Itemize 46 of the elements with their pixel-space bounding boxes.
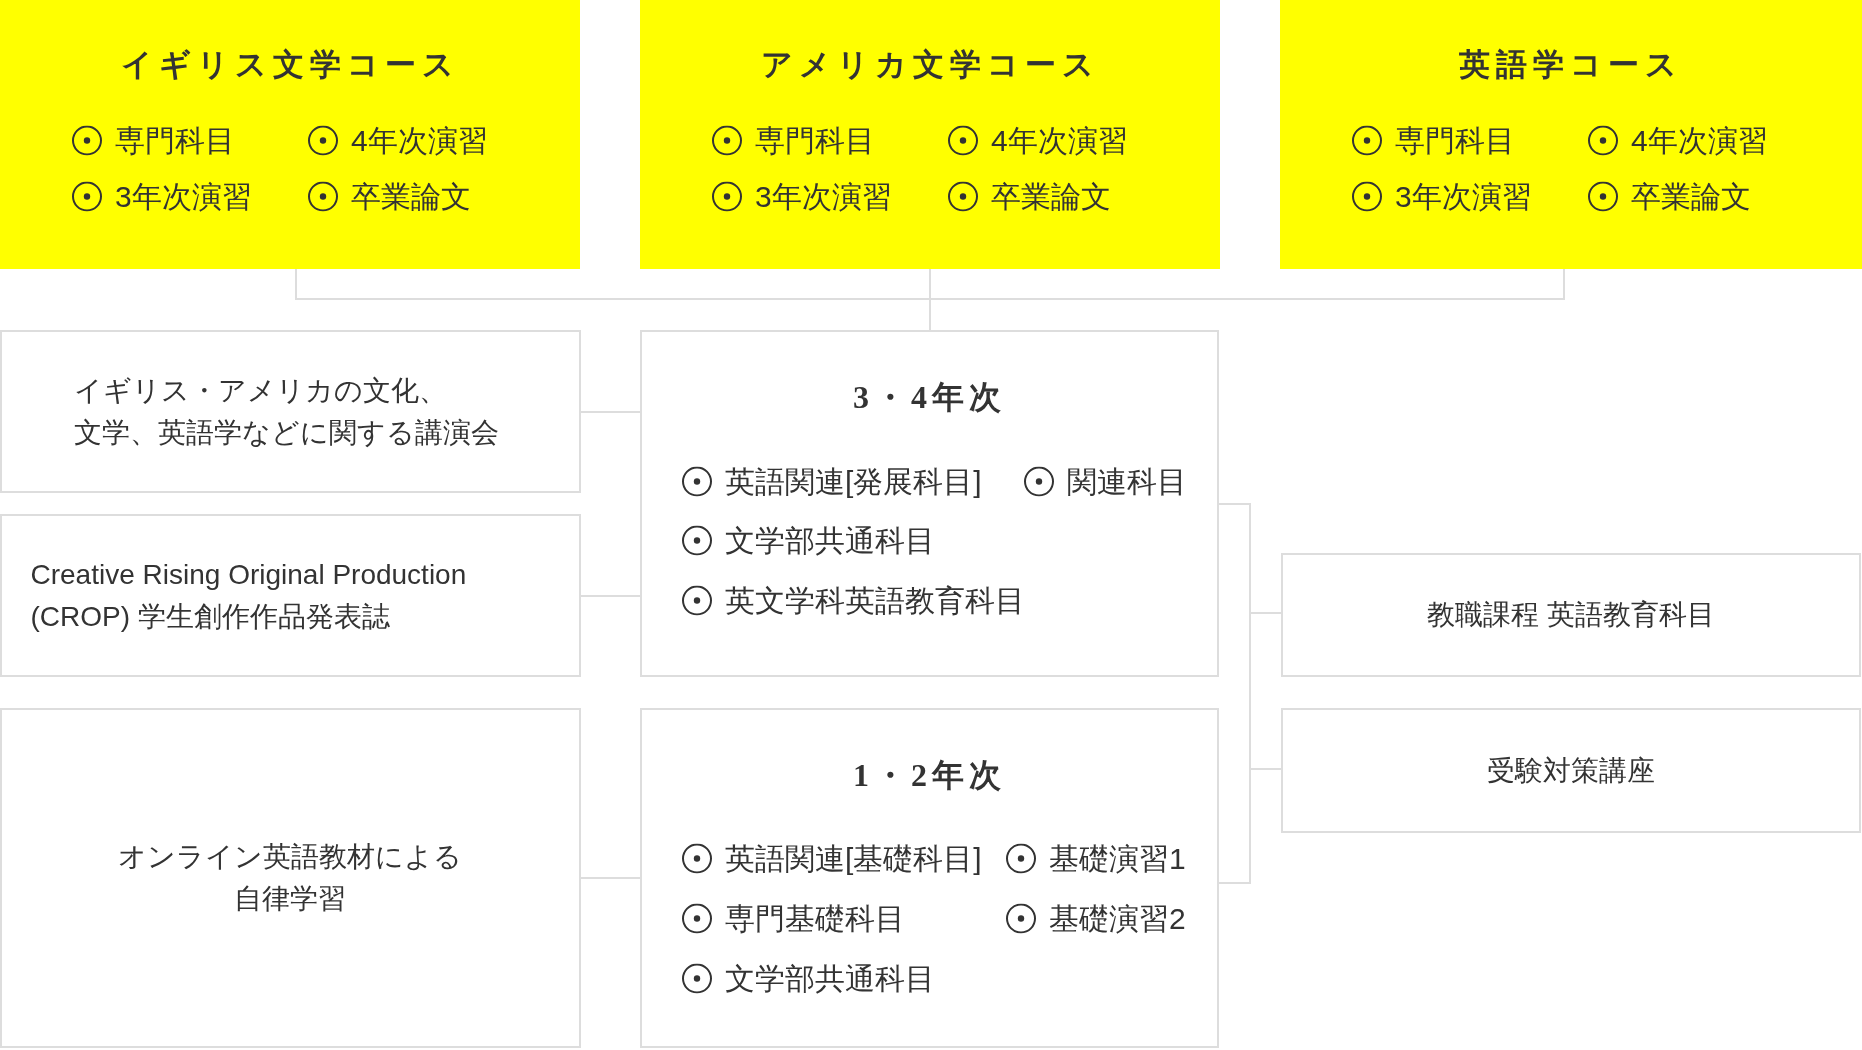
course-heading: イギリス文学コース — [120, 46, 460, 84]
info-text: イギリス・アメリカの文化、文学、英語学などに関する講演会 — [73, 373, 500, 450]
subject-name: 関連科目 — [1067, 463, 1187, 500]
connector-line — [1218, 503, 1282, 884]
subject-name: 4年次演習 — [351, 122, 488, 159]
subject-name: 3年次演習 — [115, 178, 252, 215]
info-text: 教職課程 英語教育科目 — [1427, 598, 1715, 632]
subject-name: 3年次演習 — [755, 178, 892, 215]
subject-name: 英文学科英語教育科目 — [725, 582, 1025, 619]
info-box — [0, 514, 581, 677]
info-box — [1281, 708, 1861, 833]
year-box — [640, 708, 1219, 1048]
subject-name: 専門基礎科目 — [725, 900, 905, 937]
subject-name: 卒業論文 — [1631, 178, 1751, 215]
subject-name: 専門科目 — [115, 122, 235, 159]
subject-name: 3年次演習 — [1395, 178, 1532, 215]
year-heading: 3・4年次 — [853, 377, 1006, 417]
connector-line — [295, 268, 1565, 331]
connector-line — [580, 877, 641, 879]
year-box — [640, 330, 1219, 677]
subject-name: 基礎演習2 — [1049, 900, 1186, 937]
subject-name: 4年次演習 — [991, 122, 1128, 159]
subject-name: 英語関連[基礎科目] — [725, 840, 982, 877]
info-text: 受験対策講座 — [1487, 753, 1655, 788]
subject-name: 専門科目 — [1395, 122, 1515, 159]
info-text: オンライン英語教材による自律学習 — [118, 840, 463, 916]
subject-name: 文学部共通科目 — [725, 960, 935, 997]
info-box — [0, 330, 581, 493]
course-heading: アメリカ文学コース — [760, 46, 1100, 84]
subject-name: 文学部共通科目 — [725, 522, 935, 559]
course-panel — [0, 0, 580, 269]
course-panel — [640, 0, 1220, 269]
connector-line — [580, 411, 641, 413]
subject-name: 専門科目 — [755, 122, 875, 159]
info-text: Creative Rising Original Production (CROP) 学生創作作品発表誌 — [30, 557, 468, 634]
subject-name: 基礎演習1 — [1049, 840, 1186, 877]
course-heading: 英語学コース — [1459, 46, 1683, 84]
subject-name: 4年次演習 — [1631, 122, 1768, 159]
info-box — [0, 708, 581, 1048]
subject-name: 卒業論文 — [991, 178, 1111, 215]
connector-line — [580, 595, 641, 597]
year-heading: 1・2年次 — [853, 755, 1006, 795]
subject-name: 卒業論文 — [351, 178, 471, 215]
course-panel — [1280, 0, 1862, 269]
subject-name: 英語関連[発展科目] — [725, 463, 982, 500]
info-box — [1281, 553, 1861, 677]
